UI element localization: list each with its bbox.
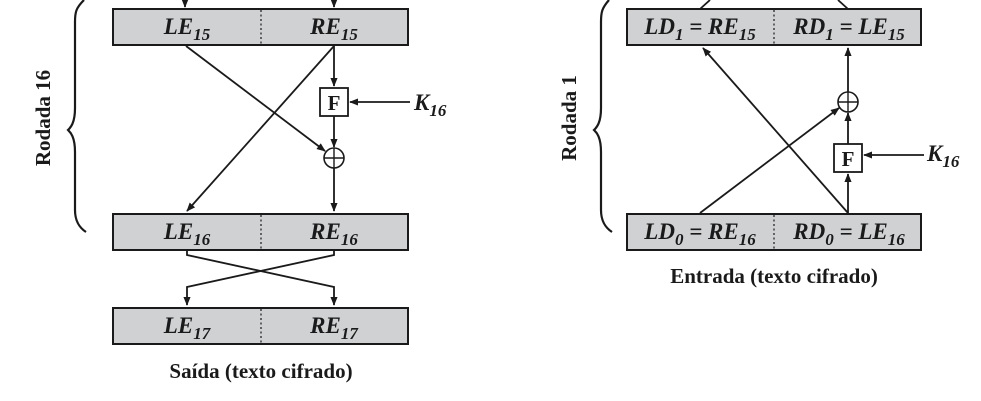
label-le15: LE15 bbox=[163, 14, 211, 44]
label-ld0-equals-re16: LD0 = RE16 bbox=[643, 219, 756, 249]
label-rd0-equals-le16: RD0 = LE16 bbox=[792, 219, 905, 249]
arrow-rd0-to-ld1 bbox=[702, 47, 849, 214]
f-label-right: F bbox=[842, 147, 855, 171]
arrow-ld0-to-xor bbox=[699, 107, 840, 214]
label-ld1-equals-re15: LD1 = RE15 bbox=[643, 14, 756, 44]
box-le16-re16: LE16 RE16 bbox=[112, 213, 409, 251]
round-label-left: Rodada 16 bbox=[31, 70, 55, 166]
arrow-re15-to-le16 bbox=[186, 45, 335, 212]
f-label-left: F bbox=[328, 91, 341, 115]
round-brace-left bbox=[66, 0, 87, 233]
box-le15-re15: LE15 RE15 bbox=[112, 8, 409, 46]
label-le16: LE16 bbox=[163, 219, 211, 249]
f-function-box-left: F bbox=[319, 87, 349, 117]
label-rd1-equals-le15: RD1 = LE15 bbox=[792, 14, 905, 44]
top-out-line-right bbox=[837, 0, 849, 10]
left-round-16: Rodada 16 LE15 RE15 F K16 bbox=[31, 0, 447, 383]
key-label-right: K16 bbox=[926, 141, 960, 171]
label-re17: RE17 bbox=[309, 313, 359, 343]
round-brace-right bbox=[592, 0, 613, 233]
caption-output: Saída (texto cifrado) bbox=[169, 359, 352, 383]
key-label-left: K16 bbox=[413, 90, 447, 120]
f-function-box-right: F bbox=[833, 143, 863, 173]
label-le17: LE17 bbox=[163, 313, 212, 343]
box-le17-re17: LE17 RE17 bbox=[112, 307, 409, 345]
right-round-1: Rodada 1 LD1 = RE15 RD1 = LE15 F K16 bbox=[557, 0, 960, 288]
round-label-right: Rodada 1 bbox=[557, 75, 581, 161]
label-re16: RE16 bbox=[309, 219, 358, 249]
swap-arrow-re16-to-le17 bbox=[183, 251, 335, 306]
label-re15: RE15 bbox=[309, 14, 358, 44]
box-ld1-rd1: LD1 = RE15 RD1 = LE15 bbox=[626, 8, 922, 46]
top-out-line-left bbox=[699, 0, 711, 10]
xor-left bbox=[323, 147, 345, 169]
arrow-le15-to-xor bbox=[185, 45, 326, 152]
caption-input: Entrada (texto cifrado) bbox=[670, 264, 878, 288]
xor-right bbox=[837, 91, 859, 113]
box-ld0-rd0: LD0 = RE16 RD0 = LE16 bbox=[626, 213, 922, 251]
